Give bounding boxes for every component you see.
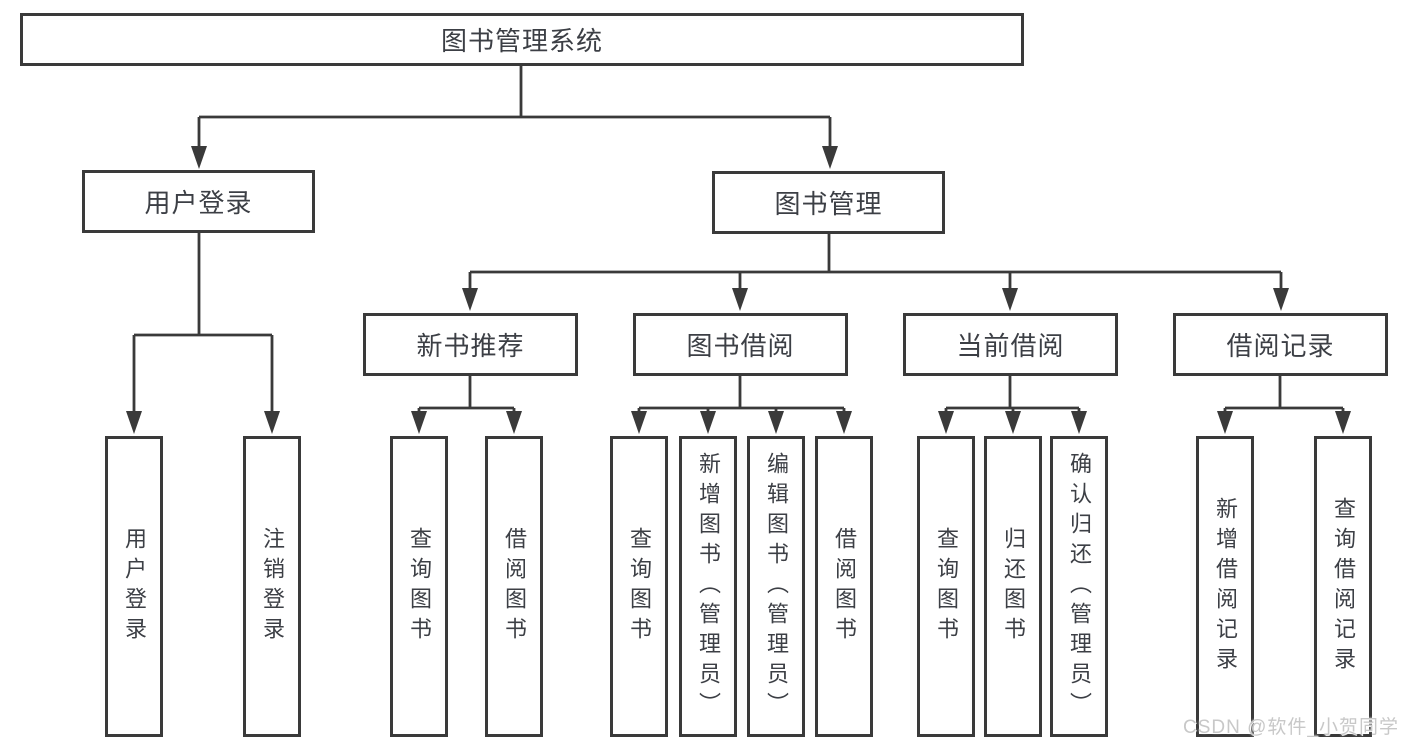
arrowheads [126,146,1351,434]
node-new-book-recommend: 新书推荐 [363,313,578,376]
leaf-records-query: 查询借阅记录 [1314,436,1372,737]
leaf-newbook-query-books: 查询图书 [390,436,448,737]
leaf-current-query-books: 查询图书 [917,436,975,737]
node-current-borrow: 当前借阅 [903,313,1118,376]
leaf-borrow-add-books-admin: 新增图书（管理员） [679,436,737,737]
node-user-login: 用户登录 [82,170,315,233]
leaf-current-confirm-return-admin: 确认归还（管理员） [1050,436,1108,737]
leaf-current-return-books: 归还图书 [984,436,1042,737]
leaf-borrow-borrow-books: 借阅图书 [815,436,873,737]
leaf-records-add: 新增借阅记录 [1196,436,1254,737]
leaf-user-login: 用户登录 [105,436,163,737]
node-borrow-records: 借阅记录 [1173,313,1388,376]
node-book-management: 图书管理 [712,171,945,234]
leaf-borrow-edit-books-admin: 编辑图书（管理员） [747,436,805,737]
leaf-borrow-query-books: 查询图书 [610,436,668,737]
node-book-borrow: 图书借阅 [633,313,848,376]
leaf-logout: 注销登录 [243,436,301,737]
node-root: 图书管理系统 [20,13,1024,66]
leaf-newbook-borrow-books: 借阅图书 [485,436,543,737]
watermark: CSDN @软件_小贺同学 [1183,717,1399,738]
